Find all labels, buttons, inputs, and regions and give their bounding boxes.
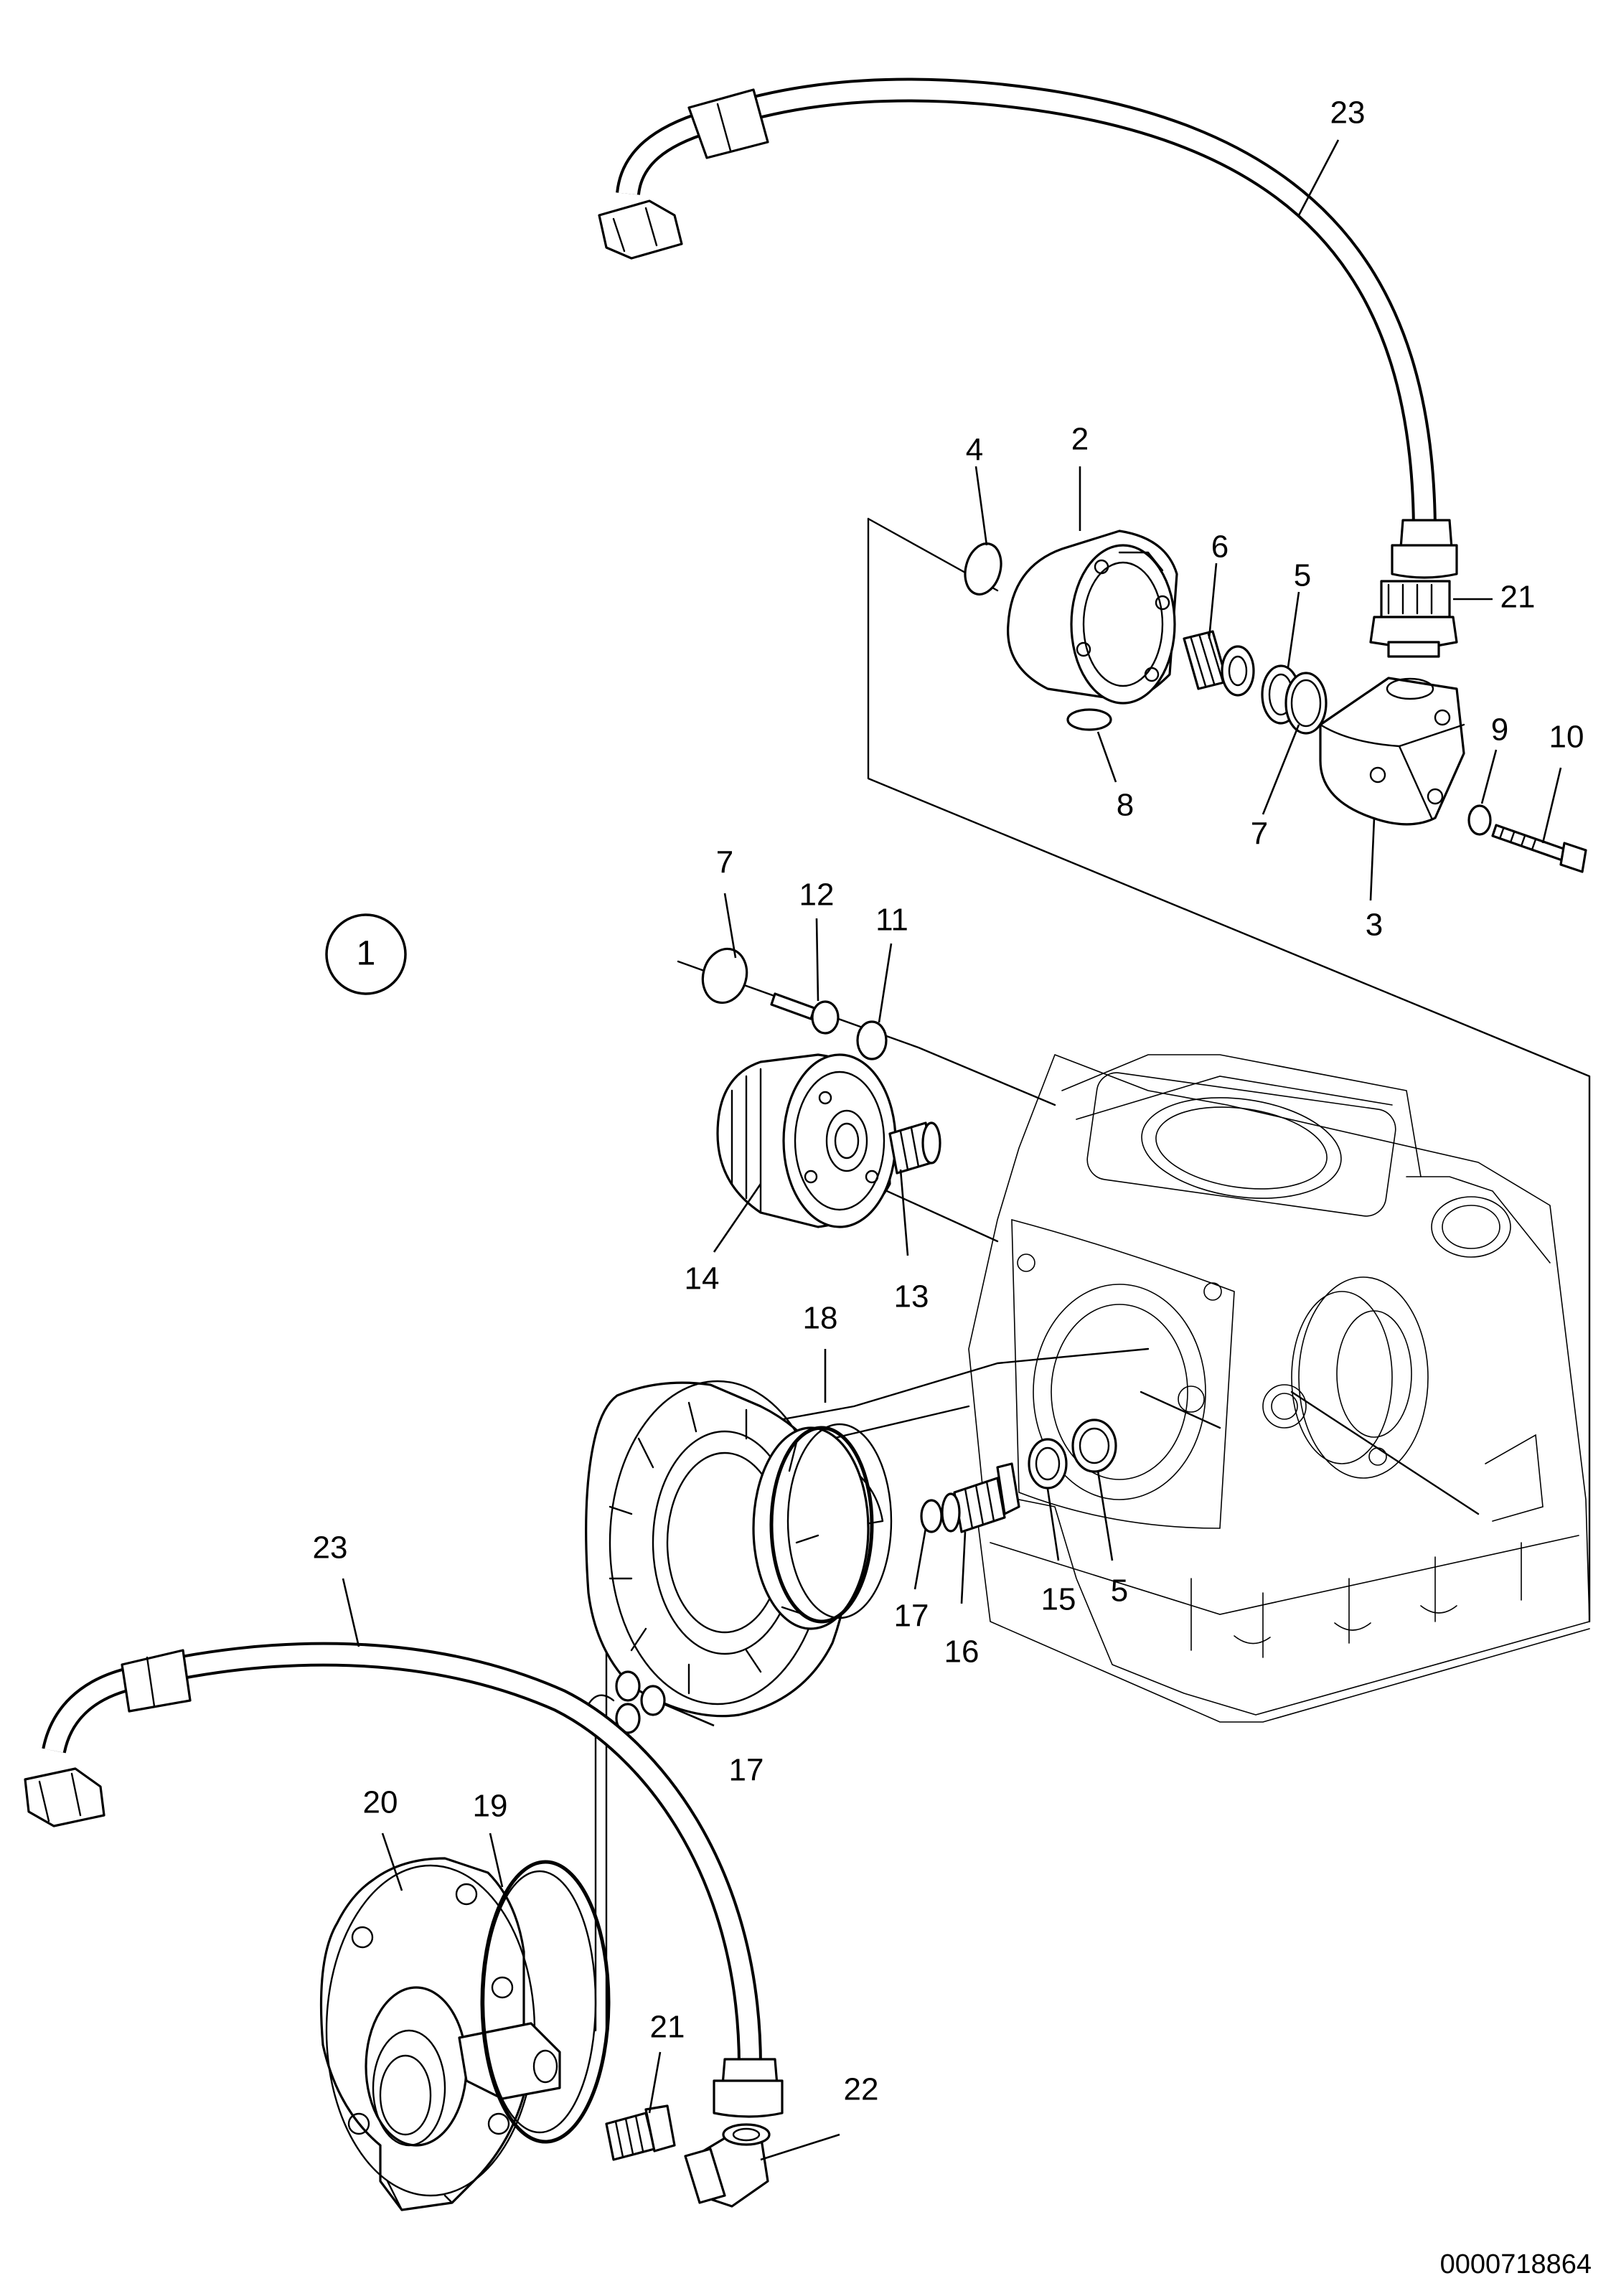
callout-label: 23 (1330, 95, 1366, 131)
callout-label: 9 (1491, 712, 1508, 748)
callout-label: 11 (875, 903, 908, 938)
callout-label: 8 (1117, 788, 1134, 823)
part-3-valve-body (1319, 677, 1465, 826)
callout-label: 7 (1251, 817, 1268, 852)
part-6-fitting (1183, 630, 1255, 697)
part-13-nipple (888, 1121, 941, 1175)
callout-label: 21 (650, 2010, 685, 2045)
part-20-pump-housing (319, 1857, 561, 2211)
view-marker: 1 (325, 913, 407, 995)
callout-label: 16 (944, 1634, 980, 1670)
part-17-o-ring-set (583, 1670, 666, 1734)
callout-label: 19 (473, 1789, 508, 1824)
gearbox-housing (968, 1054, 1590, 1723)
callout-label: 18 (803, 1301, 838, 1336)
callout-label: 14 (685, 1261, 720, 1297)
part-17-o-ring (920, 1499, 943, 1533)
part-22-elbow (684, 2123, 771, 2208)
part-2-flange-block (1007, 530, 1178, 705)
callout-label: 6 (1211, 530, 1229, 565)
callout-label: 5 (1111, 1573, 1128, 1609)
callout-label: 22 (844, 2072, 879, 2107)
callout-label: 12 (799, 878, 835, 913)
part-5-and-7-seals (1261, 664, 1328, 735)
hose-bottom (24, 1642, 784, 2118)
part-4-o-ring (964, 542, 1002, 596)
leader-lines (342, 139, 1562, 2161)
document-number: 0000718864 (1439, 2249, 1592, 2279)
callout-label: 5 (1294, 558, 1311, 593)
callout-label: 21 (1500, 580, 1536, 615)
callout-label: 10 (1549, 720, 1584, 755)
part-12-screw (770, 992, 840, 1035)
part-21-adapter-lower (605, 2104, 676, 2161)
callout-label: 2 (1071, 422, 1089, 457)
part-8-o-ring (1066, 708, 1112, 731)
callout-label: 3 (1366, 908, 1383, 943)
part-18-o-ring (769, 1426, 874, 1624)
part-9-washer (1467, 804, 1492, 836)
callout-label: 17 (729, 1753, 764, 1788)
view-number: 1 (357, 935, 376, 973)
part-14-filter (716, 1053, 897, 1228)
part-11-o-ring (856, 1020, 888, 1060)
callout-label: 7 (716, 845, 733, 880)
callout-label: 13 (894, 1279, 929, 1314)
hose-top (598, 77, 1458, 579)
callout-label: 23 (313, 1530, 348, 1566)
part-21-adapter-upper (1369, 580, 1458, 658)
callout-label: 20 (363, 1785, 398, 1820)
part-18-cover-flange (585, 1380, 893, 1718)
part-10-bolt (1491, 824, 1587, 873)
callout-label: 4 (966, 433, 983, 468)
part-19-o-ring (480, 1860, 611, 2144)
callout-label: 17 (894, 1599, 929, 1634)
part-7-o-ring (701, 947, 748, 1004)
callout-labels: 23 4 2 6 5 21 9 10 8 7 3 7 12 11 14 13 1… (313, 95, 1584, 2107)
part-16-valve (941, 1462, 1020, 1533)
callout-label: 15 (1041, 1582, 1076, 1617)
part-15-and-5-seals (1028, 1418, 1117, 1490)
